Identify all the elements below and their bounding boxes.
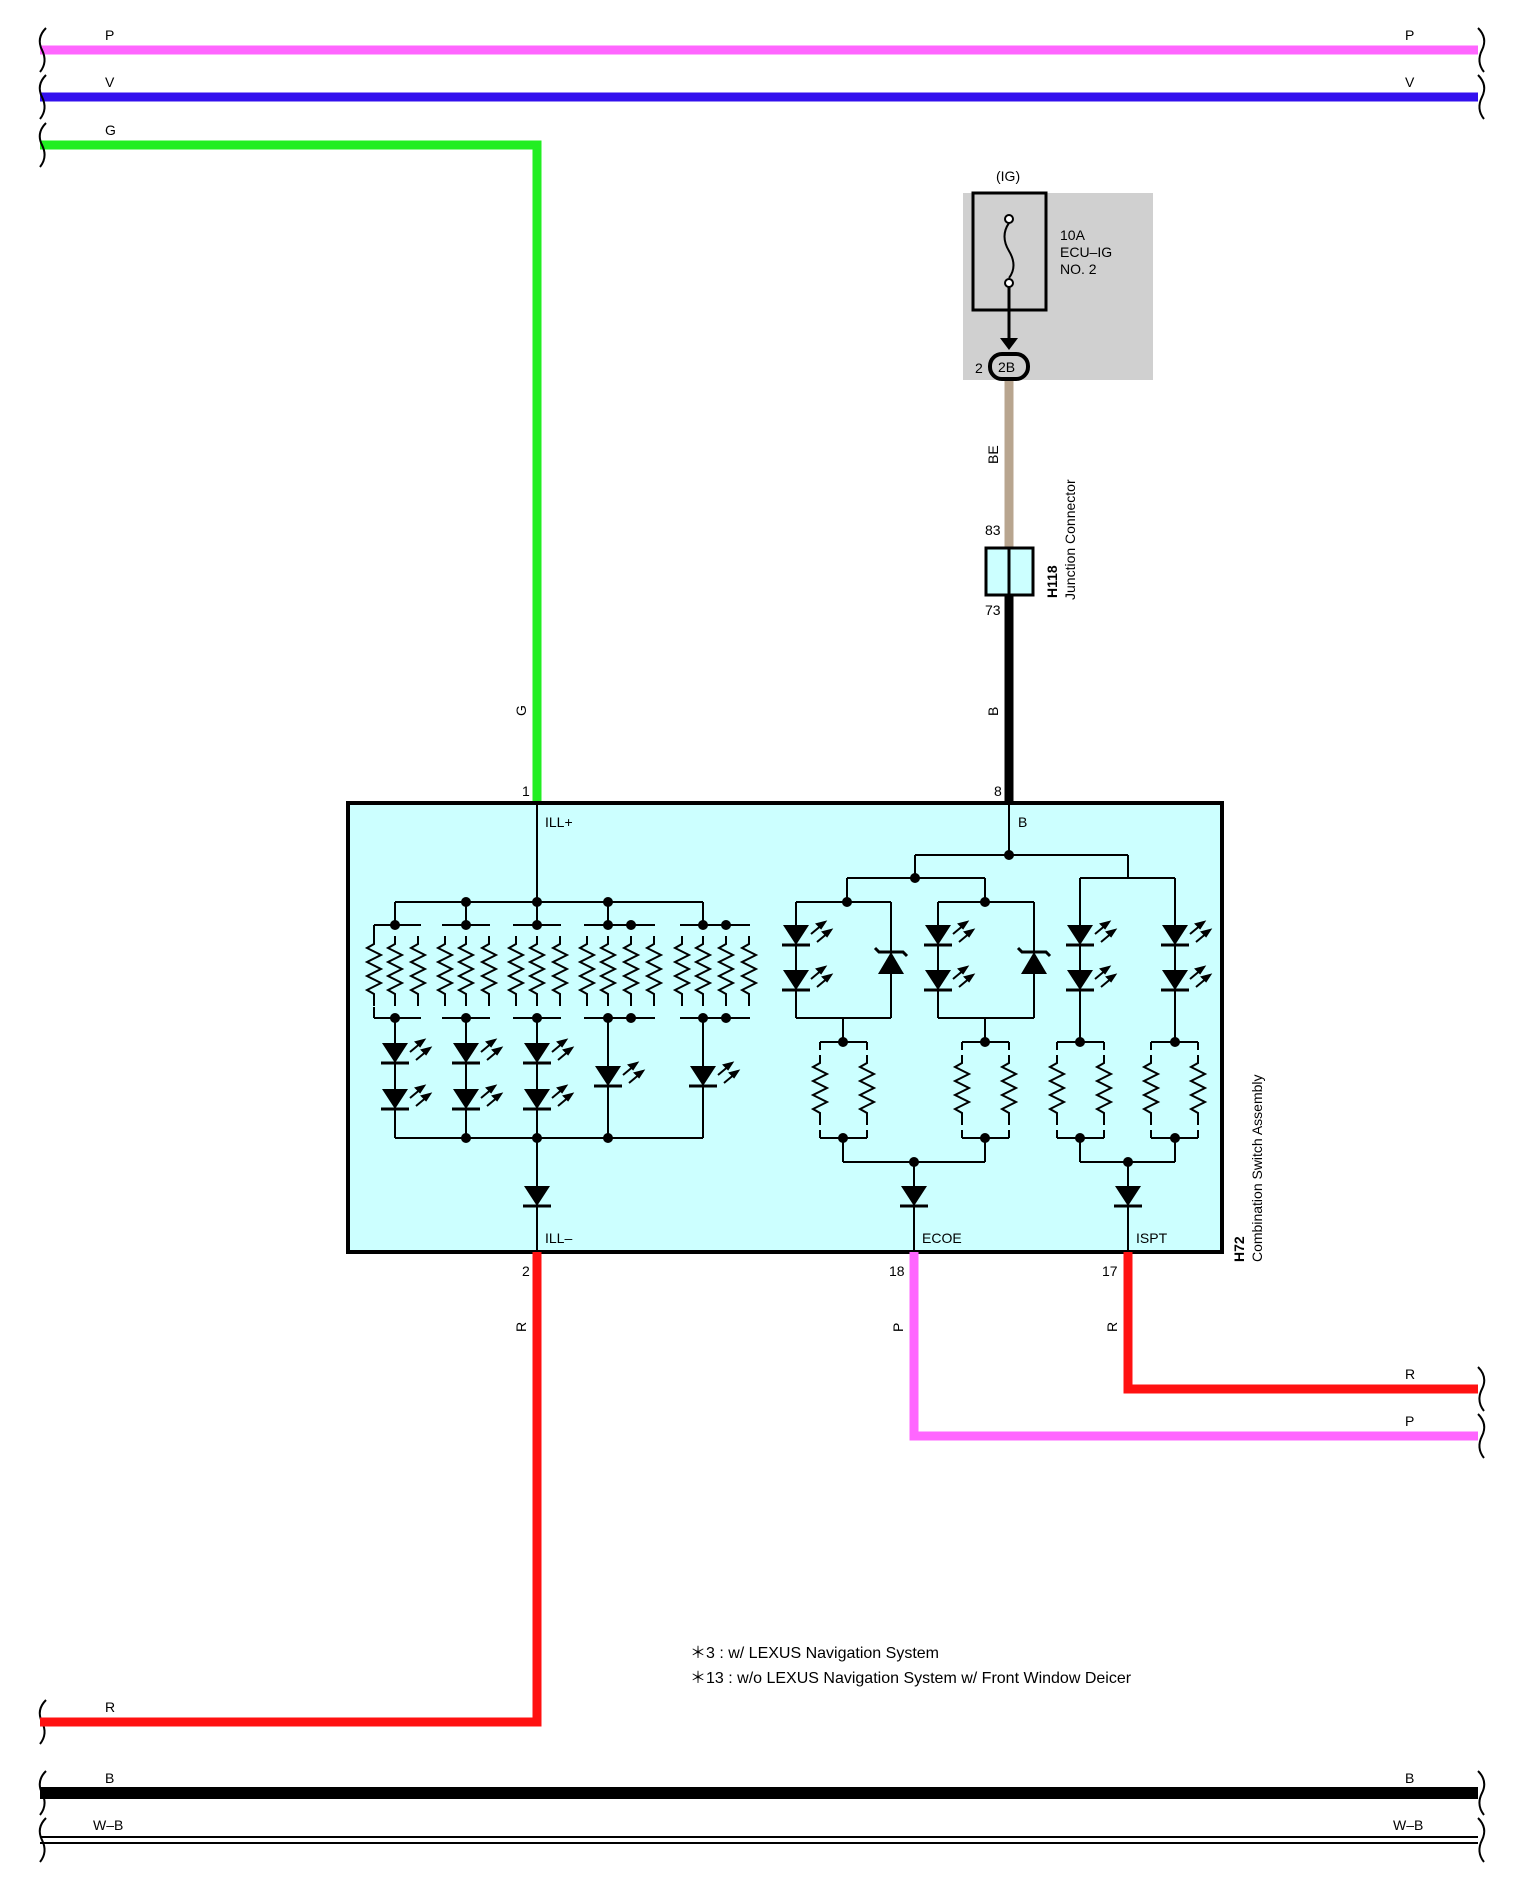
wire-label-r-bottom: R xyxy=(105,1699,115,1715)
wire-v-top: V V xyxy=(40,74,1478,102)
wire-label-b-right: B xyxy=(1405,1770,1414,1786)
wire-label-b-left: B xyxy=(105,1770,114,1786)
wire-label-p-left: P xyxy=(105,27,114,43)
wire-label-r-ispt-vertical: R xyxy=(1104,1322,1120,1332)
combination-switch-assembly: 1 8 ILL+ B ILL– ECOE ISPT 2 18 17 H72 Co… xyxy=(346,783,1265,1279)
wire-be: BE xyxy=(985,381,1014,548)
arrow-down-icon xyxy=(1000,338,1018,350)
wire-p-top: P P xyxy=(40,27,1478,55)
junction-code: H118 xyxy=(1044,565,1060,598)
wire-label-be: BE xyxy=(985,445,1001,464)
footnote-2: ＊13 : w/o LEXUS Navigation System w/ Fro… xyxy=(690,1670,1132,1687)
wire-r-ispt: R R xyxy=(1104,1252,1478,1394)
assembly-name: Combination Switch Assembly xyxy=(1249,1074,1265,1262)
wire-label-p-right-out: P xyxy=(1405,1413,1414,1429)
connector-2b xyxy=(988,352,1030,381)
wire-label-r-right-out: R xyxy=(1405,1366,1415,1382)
wire-r-left: R R xyxy=(40,1252,542,1727)
pin-ecoe: 18 xyxy=(889,1263,905,1279)
fuse-pin-label: 2 xyxy=(975,360,983,376)
wire-label-p-vertical: P xyxy=(890,1323,906,1332)
terminal-ill-plus: ILL+ xyxy=(545,814,573,830)
fuse-icon xyxy=(1003,214,1015,288)
pin-ill-plus: 1 xyxy=(522,783,530,799)
wire-wb-bottom: W–B W–B xyxy=(40,1817,1478,1844)
junction-pin-top: 83 xyxy=(985,522,1001,538)
terminal-ill-minus: ILL– xyxy=(545,1230,572,1246)
pin-ispt: 17 xyxy=(1102,1263,1118,1279)
wire-label-p-right: P xyxy=(1405,27,1414,43)
wire-g-top: G G xyxy=(40,122,542,803)
terminal-ecoe: ECOE xyxy=(922,1230,962,1246)
fuse-source-label: (IG) xyxy=(996,168,1020,184)
terminal-b: B xyxy=(1018,814,1027,830)
assembly-code: H72 xyxy=(1231,1236,1247,1262)
wire-label-g-top: G xyxy=(105,122,116,138)
wire-p-ecoe: P P xyxy=(890,1252,1478,1441)
fuse-name-line2: NO. 2 xyxy=(1060,261,1097,277)
footnote-1: ＊3 : w/ LEXUS Navigation System xyxy=(690,1645,939,1662)
wire-break-marks xyxy=(38,27,1486,1863)
wire-b: B xyxy=(985,595,1014,803)
wire-label-r-vertical: R xyxy=(513,1322,529,1332)
pin-ill-minus: 2 xyxy=(522,1263,530,1279)
wire-label-b: B xyxy=(985,707,1001,716)
wire-label-wb-right: W–B xyxy=(1393,1817,1423,1833)
wire-label-v-left: V xyxy=(105,74,115,90)
fuse-block: (IG) 10A ECU–IG NO. 2 2B 2 xyxy=(963,168,1153,381)
wire-label-g-vertical: G xyxy=(513,705,529,716)
wire-label-wb-left: W–B xyxy=(93,1817,123,1833)
junction-dots xyxy=(390,850,1180,1167)
wire-label-v-right: V xyxy=(1405,74,1415,90)
terminal-ispt: ISPT xyxy=(1136,1230,1168,1246)
fuse-rating: 10A xyxy=(1060,227,1086,243)
fuse-name-line1: ECU–IG xyxy=(1060,244,1112,260)
junction-pin-bottom: 73 xyxy=(985,602,1001,618)
pin-b: 8 xyxy=(994,783,1002,799)
junction-connector-h118: 83 73 H118 Junction Connector xyxy=(984,479,1078,618)
junction-name: Junction Connector xyxy=(1062,479,1078,600)
footnotes: ＊3 : w/ LEXUS Navigation System ＊13 : w/… xyxy=(690,1645,1132,1687)
connector-2b-label: 2B xyxy=(998,359,1015,375)
wire-b-bottom: B B xyxy=(40,1770,1478,1799)
